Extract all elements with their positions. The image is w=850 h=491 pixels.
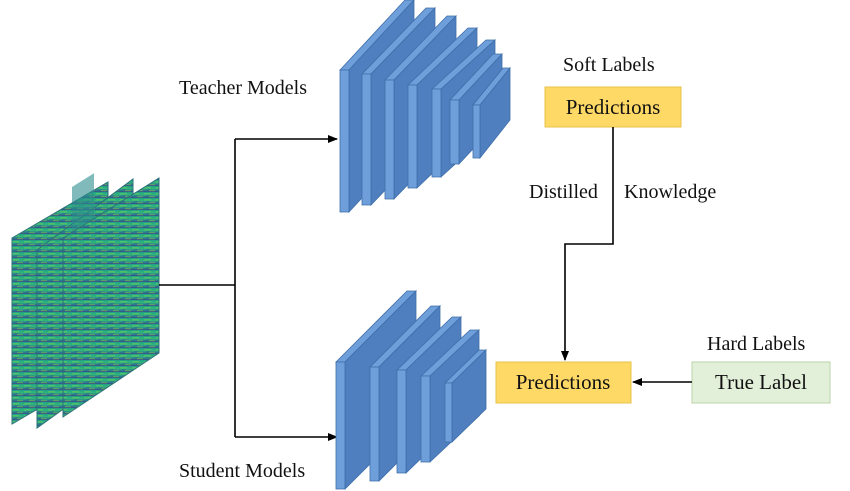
student-predictions-box: Predictions [495, 361, 632, 404]
teacher-predictions-rect [544, 86, 682, 128]
teacher-models-label: Teacher Models [179, 77, 307, 99]
hard-labels-label: Hard Labels [707, 333, 806, 355]
teacher-layer-7 [472, 66, 511, 160]
student-predictions-text: Predictions [516, 370, 611, 394]
student-predictions-rect [495, 361, 632, 404]
true-label-rect [691, 361, 831, 404]
student-model-layers [335, 290, 487, 490]
knowledge-label: Knowledge [624, 181, 716, 203]
true-label-text: True Label [715, 370, 807, 394]
true-label-box: True Label [691, 361, 831, 404]
spectrogram-input [11, 173, 160, 429]
teacher-model-layers [339, 0, 511, 214]
teacher-predictions-text: Predictions [566, 95, 661, 119]
spectrogram-layer-front [62, 177, 160, 418]
distillation-connector [561, 127, 692, 386]
teacher-predictions-box: Predictions [544, 86, 682, 128]
spectrogram-highlight [72, 173, 94, 233]
student-models-label: Student Models [179, 460, 305, 482]
soft-labels-label: Soft Labels [563, 54, 655, 76]
distilled-knowledge-arrow [561, 127, 614, 361]
distilled-label: Distilled [529, 181, 598, 203]
student-layer-5 [444, 349, 487, 443]
input-connectors [159, 135, 338, 441]
